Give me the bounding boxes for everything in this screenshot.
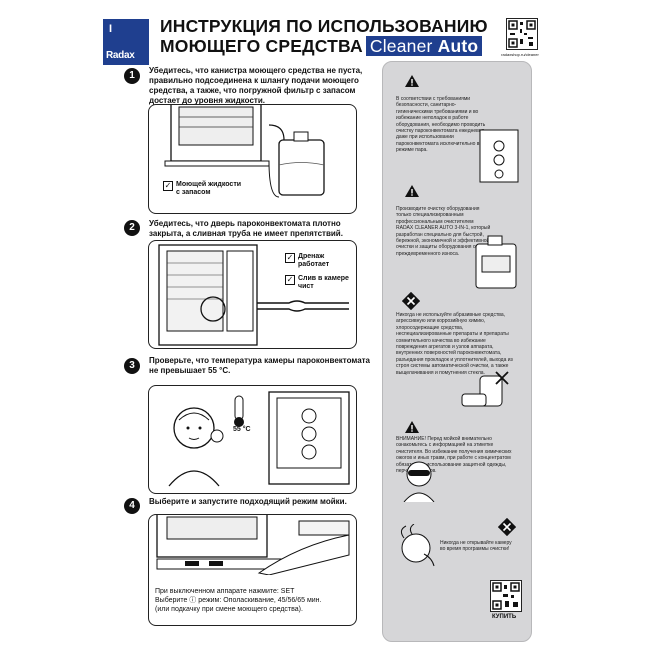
oven-sketch-icon — [479, 129, 519, 183]
page-title: ИНСТРУКЦИЯ ПО ИСПОЛЬЗОВАНИЮ МОЮЩЕГО СРЕД… — [160, 16, 488, 56]
qr-code-top[interactable] — [506, 18, 538, 50]
step-3-illustration: 55 °С — [148, 385, 357, 494]
oven-canister-illustration — [164, 105, 325, 198]
crossed-cleaning-products-icon — [461, 371, 509, 407]
logo-text: Radax — [106, 50, 135, 61]
step-2-check-1: ✓Дренаж работает — [285, 253, 330, 268]
canister-sketch-icon — [475, 235, 517, 289]
step-2-text: Убедитесь, что дверь пароконвектомата пл… — [149, 219, 343, 238]
step-2-number: 2 — [124, 220, 140, 236]
step-1-text: Убедитесь, что канистра моющего средства… — [149, 66, 363, 105]
sidebar-block-3-text: Никогда не используйте абразивные средст… — [396, 312, 513, 376]
oven-door-drain-illustration — [158, 244, 349, 346]
title-line-1: ИНСТРУКЦИЯ ПО ИСПОЛЬЗОВАНИЮ — [160, 16, 488, 36]
sidebar-block-2-text: Производите очистку оборудования только … — [396, 206, 491, 257]
warning-icon — [405, 75, 419, 87]
steam-face-icon — [400, 524, 435, 567]
step-4-illustration: При выключенном аппарате нажмите: SET Вы… — [148, 514, 357, 626]
step-1-number: 1 — [124, 68, 140, 84]
step-4-number: 4 — [124, 498, 140, 514]
temperature-label: 55 °С — [233, 426, 251, 433]
checkbox-checked-icon: ✓ — [163, 181, 173, 191]
temperature-check-illustration — [168, 391, 350, 487]
logo-mark: I — [109, 23, 113, 35]
prohibited-icon — [498, 518, 516, 536]
step-4-footer-line-2: Выберите ⓘ режим: Ополаскивание, 45/56/6… — [155, 597, 322, 604]
step-4-footer: При выключенном аппарате нажмите: SET Вы… — [155, 587, 353, 614]
warning-icon — [405, 185, 419, 197]
step-1-illustration: ✓Моющей жидкости с запасом — [148, 104, 357, 214]
sidebar-block-5-text: Никогда не открывайте камеру во время пр… — [440, 540, 512, 553]
qr-code-icon — [508, 20, 536, 48]
radax-logo: I Radax — [103, 19, 149, 65]
qr-code-icon — [492, 582, 520, 610]
checkbox-checked-icon: ✓ — [285, 275, 295, 285]
step-1-check: ✓Моющей жидкости с запасом — [163, 181, 242, 196]
step-2-check-2: ✓Слив в камере чист — [285, 275, 349, 290]
step-4-text: Выберите и запустите подходящий режим мо… — [149, 497, 347, 506]
step-4-footer-line-1: При выключенном аппарате нажмите: SET — [155, 588, 295, 595]
step-4-footer-line-3: (или подкачку при смене моющего средства… — [155, 606, 303, 613]
qr-code-buy[interactable] — [490, 580, 522, 612]
checkbox-checked-icon: ✓ — [285, 253, 295, 263]
prohibited-icon — [402, 292, 420, 310]
product-name-tag: Cleaner Auto — [365, 36, 483, 56]
step-2-illustration: ✓Дренаж работает ✓Слив в камере чист — [148, 240, 357, 349]
step-3-number: 3 — [124, 358, 140, 374]
qr-caption: radaxshop.ru/cleaner — [501, 52, 539, 57]
protective-goggles-person-icon — [403, 461, 435, 502]
step-3-text: Проверьте, что температура камеры пароко… — [149, 356, 371, 375]
sidebar-block-1-text: В соответствии с требованиями безопаснос… — [396, 96, 486, 154]
control-panel-illustration — [156, 515, 350, 576]
buy-label[interactable]: КУПИТЬ — [492, 614, 517, 620]
warning-icon — [405, 421, 419, 433]
